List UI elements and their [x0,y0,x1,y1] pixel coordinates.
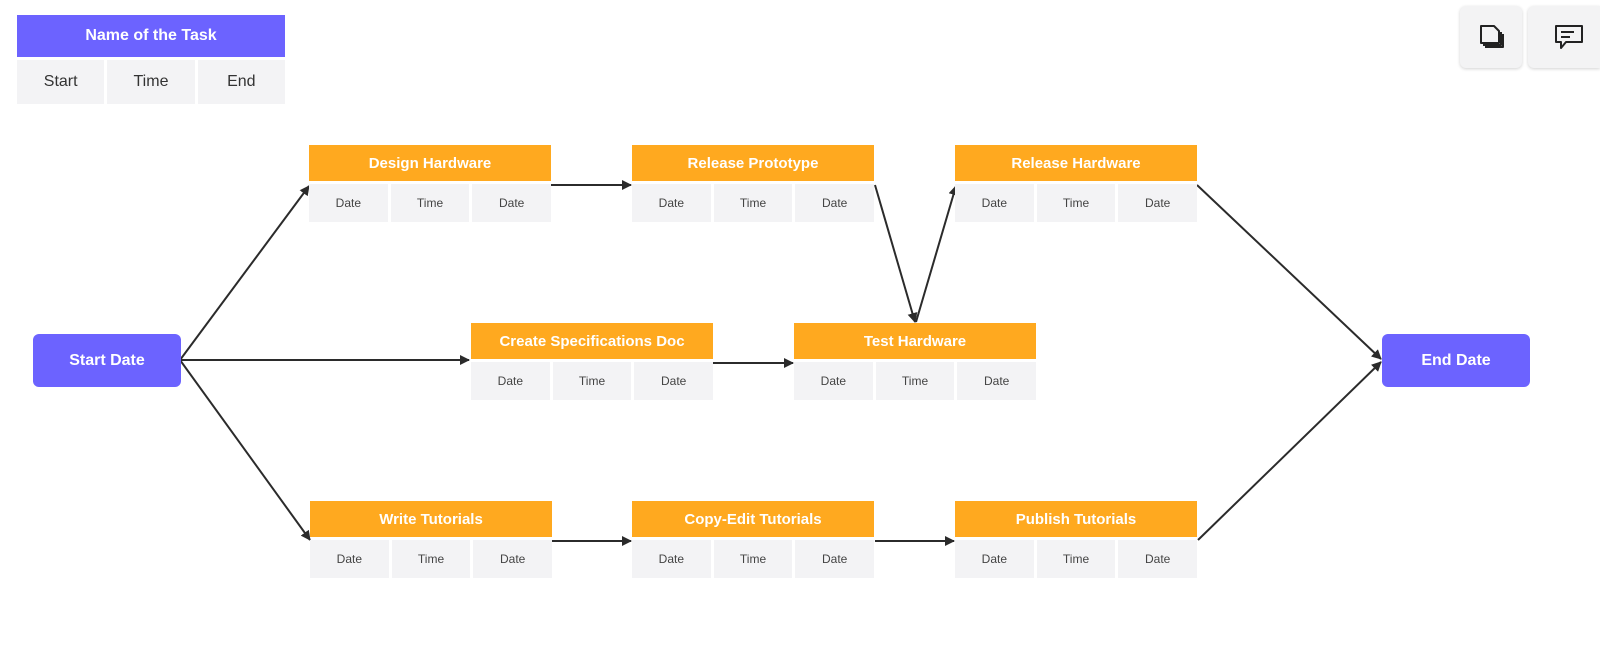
task-time: Time [713,184,793,222]
legend: Name of the Task Start Time End [17,15,285,104]
task-cells: Date Time Date [310,540,553,578]
task-start-date: Date [471,362,550,400]
task-release-prototype[interactable]: Release Prototype Date Time Date [632,145,875,222]
task-design-hardware[interactable]: Design Hardware Date Time Date [309,145,552,222]
task-cells: Date Time Date [794,362,1037,400]
task-write-tutorials[interactable]: Write Tutorials Date Time Date [310,501,553,578]
arrow-publish-to-end [1197,361,1382,541]
legend-end-cell: End [197,60,285,104]
task-start-date: Date [309,184,388,222]
start-date-node[interactable]: Start Date [33,334,181,387]
task-title: Write Tutorials [310,501,552,537]
task-title: Release Hardware [955,145,1197,181]
task-publish-tutorials[interactable]: Publish Tutorials Date Time Date [955,501,1198,578]
task-time: Time [391,540,471,578]
task-end-date: Date [957,362,1037,400]
task-start-date: Date [794,362,873,400]
task-release-hardware[interactable]: Release Hardware Date Time Date [955,145,1198,222]
task-cells: Date Time Date [471,362,714,400]
pages-button[interactable] [1460,6,1522,68]
task-end-date: Date [795,184,875,222]
task-test-hardware[interactable]: Test Hardware Date Time Date [794,323,1037,400]
comment-icon [1555,25,1583,49]
task-copy-edit-tutorials[interactable]: Copy-Edit Tutorials Date Time Date [632,501,875,578]
task-time: Time [875,362,955,400]
task-title: Design Hardware [309,145,551,181]
task-cells: Date Time Date [632,540,875,578]
task-end-date: Date [1118,184,1198,222]
end-date-node[interactable]: End Date [1382,334,1530,387]
arrow-start-to-design-hardware [179,185,310,361]
task-cells: Date Time Date [309,184,552,222]
task-title: Release Prototype [632,145,874,181]
task-time: Time [1036,184,1116,222]
comment-button[interactable] [1528,6,1600,68]
task-start-date: Date [632,184,711,222]
arrow-release-hardware-to-end [1196,184,1382,360]
task-cells: Date Time Date [955,184,1198,222]
task-time: Time [1036,540,1116,578]
task-time: Time [713,540,793,578]
task-end-date: Date [634,362,714,400]
arrow-start-to-write-tutorials [179,359,311,541]
legend-title: Name of the Task [17,15,285,57]
task-end-date: Date [473,540,553,578]
task-cells: Date Time Date [955,540,1198,578]
task-title: Publish Tutorials [955,501,1197,537]
pages-icon [1480,25,1504,48]
task-start-date: Date [955,184,1034,222]
task-create-specifications-doc[interactable]: Create Specifications Doc Date Time Date [471,323,714,400]
legend-time-cell: Time [107,60,195,104]
legend-row: Start Time End [17,60,285,104]
arrow-release-prototype-to-test [874,184,918,323]
task-title: Create Specifications Doc [471,323,713,359]
legend-start-cell: Start [17,60,105,104]
task-start-date: Date [955,540,1034,578]
task-end-date: Date [472,184,552,222]
task-cells: Date Time Date [632,184,875,222]
task-time: Time [390,184,470,222]
task-start-date: Date [310,540,389,578]
task-time: Time [552,362,632,400]
task-title: Copy-Edit Tutorials [632,501,874,537]
task-start-date: Date [632,540,711,578]
task-title: Test Hardware [794,323,1036,359]
task-end-date: Date [1118,540,1198,578]
arrow-test-to-release-hardware [915,185,959,323]
task-end-date: Date [795,540,875,578]
